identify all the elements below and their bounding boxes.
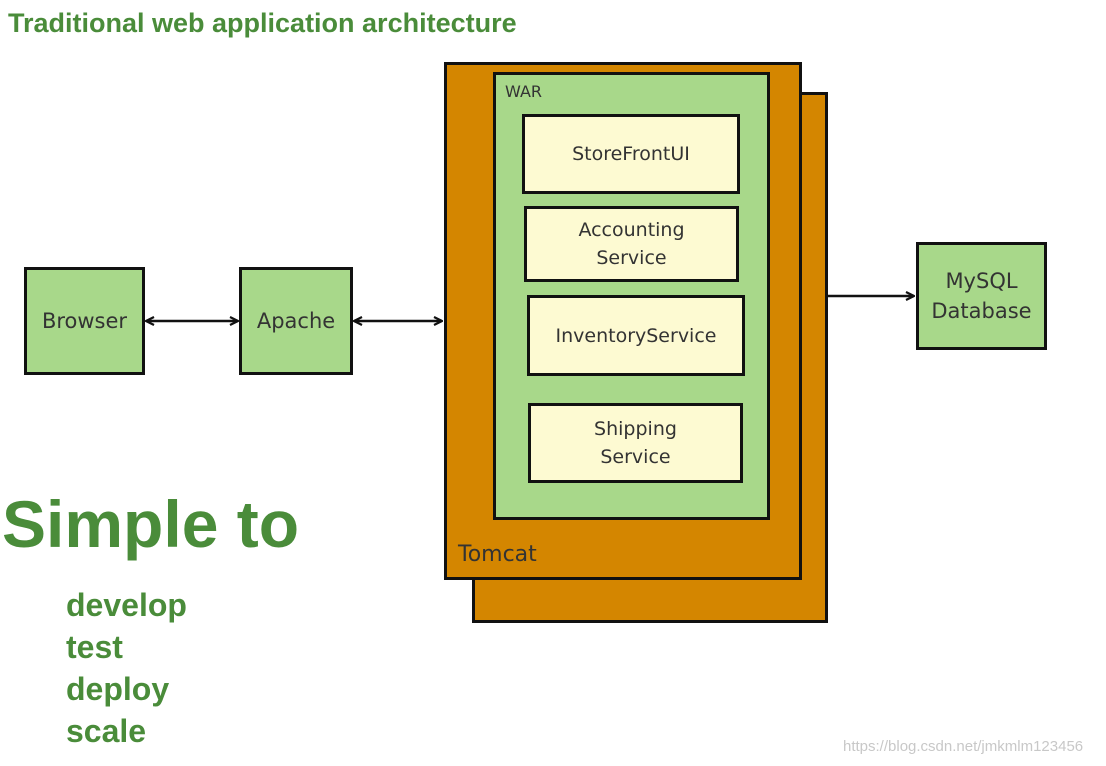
benefit-item: scale bbox=[66, 713, 147, 749]
benefit-item: develop bbox=[66, 587, 187, 623]
watermark: https://blog.csdn.net/jmkmlm123456 bbox=[843, 738, 1084, 755]
mysql-database-node: MySQL Database bbox=[916, 242, 1047, 350]
tomcat-label: Tomcat bbox=[458, 542, 537, 567]
benefit-item: deploy bbox=[66, 671, 170, 707]
service-shipping: Shipping Service bbox=[528, 403, 743, 483]
service-inventory: InventoryService bbox=[527, 295, 745, 376]
service-accounting: Accounting Service bbox=[524, 206, 739, 282]
apache-node: Apache bbox=[239, 267, 353, 375]
war-label: WAR bbox=[505, 82, 543, 101]
diagram-title: Traditional web application architecture bbox=[8, 8, 517, 38]
benefits-list: develop test deploy scale bbox=[66, 584, 187, 752]
service-storefront-ui: StoreFrontUI bbox=[522, 114, 740, 194]
browser-node: Browser bbox=[24, 267, 145, 375]
tagline: Simple to bbox=[2, 487, 300, 561]
benefit-item: test bbox=[66, 629, 123, 665]
